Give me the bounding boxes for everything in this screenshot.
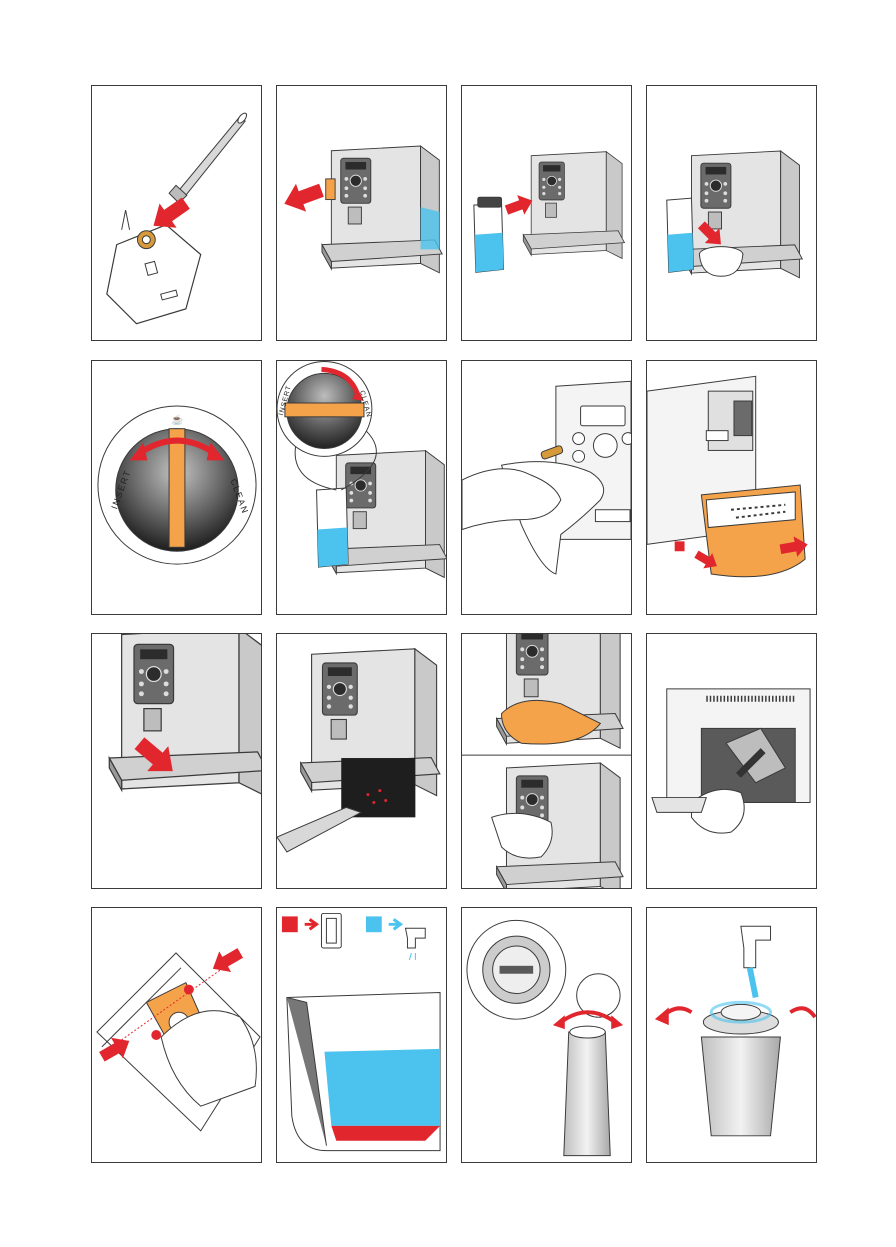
panel-press-drip-tray	[91, 633, 262, 889]
cup-spout-illustration	[647, 86, 816, 340]
panel-rinse-filter-tap	[646, 907, 817, 1163]
tank-level-illustration	[277, 908, 446, 1162]
panel-attach-milk-container	[461, 85, 632, 341]
panel-remove-brewing-tray	[646, 360, 817, 615]
milk-container-icon	[474, 197, 504, 272]
panel-brush-brewing-unit	[646, 633, 817, 889]
rinse-filter-illustration	[647, 908, 816, 1162]
release-buttons-illustration	[92, 908, 261, 1162]
tap-icon	[405, 928, 425, 960]
dial-machine-illustration: INSERT CLEAN	[277, 361, 446, 614]
switch-icon	[321, 913, 341, 948]
coffee-machine-icon	[109, 634, 261, 795]
tank-icon	[287, 993, 440, 1151]
drip-tray-illustration	[92, 634, 261, 888]
filter-dial-illustration	[462, 908, 631, 1162]
milk-container-illustration	[462, 86, 631, 340]
dial-icon	[116, 429, 239, 552]
brush-illustration	[647, 634, 816, 888]
panel-filter-date-dial	[461, 907, 632, 1163]
spout-cover-illustration	[277, 86, 446, 340]
wipe-nozzle-illustration	[462, 361, 631, 614]
panel-water-tank-level	[276, 907, 447, 1163]
coffee-machine-icon	[523, 152, 624, 259]
milk-container-icon	[317, 488, 349, 567]
panel-dial-on-machine: INSERT CLEAN	[276, 360, 447, 615]
vacuum-nozzle-icon	[277, 807, 361, 851]
filter-icon	[564, 1026, 610, 1155]
panel-tube-and-connector	[91, 85, 262, 341]
brewing-tray-illustration	[647, 361, 816, 614]
panel-clean-spout-top-bottom	[461, 633, 632, 889]
clean-spout-illustration	[462, 634, 631, 888]
connector-icon	[107, 210, 201, 324]
tray-icon	[701, 485, 805, 577]
coffee-machine-icon	[322, 146, 442, 273]
tap-icon	[741, 926, 771, 997]
panel-vacuum-inside	[276, 633, 447, 889]
red-arrow-icon	[207, 943, 246, 979]
cup-mark-icon: ☕	[171, 413, 183, 426]
milk-container-icon	[667, 198, 694, 272]
panel-remove-spout-cover	[276, 85, 447, 341]
panel-cup-under-spout	[646, 85, 817, 341]
tube-icon	[169, 112, 248, 203]
panel-press-release-buttons	[91, 907, 262, 1163]
panel-dial-insert-clean: INSERT CLEAN ☕	[91, 360, 262, 615]
hand-icon	[492, 813, 553, 858]
vacuum-illustration	[277, 634, 446, 888]
tube-connector-illustration	[92, 86, 261, 340]
panel-wipe-nozzle	[461, 360, 632, 615]
filter-icon	[701, 1002, 780, 1135]
red-arrow-icon	[279, 176, 326, 217]
dial-illustration: INSERT CLEAN ☕	[92, 361, 261, 614]
